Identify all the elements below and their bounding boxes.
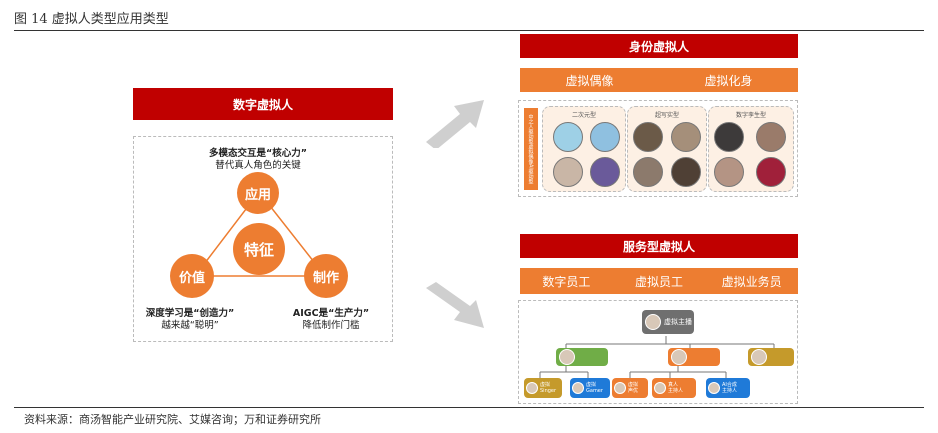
identity-subtype-idol: 虚拟偶像 — [565, 73, 614, 88]
bottom-rule — [14, 407, 924, 408]
caption-production: AIGC是“生产力” 降低制作门槛 — [276, 308, 386, 332]
category-node-green — [556, 348, 608, 366]
voice-actor-avatar-icon — [614, 382, 626, 394]
caption-production-line2: 降低制作门槛 — [302, 320, 360, 331]
avatar-twin-1 — [714, 122, 744, 152]
service-subtype-digital-employee: 数字员工 — [542, 274, 591, 289]
features-triangle — [193, 190, 327, 277]
service-subtype-virtual-salesperson: 虚拟业务员 — [721, 274, 782, 289]
panel-hyperreal-label: 超写实型 — [654, 112, 679, 119]
arrow-up-right — [426, 100, 484, 148]
avatar-hyperreal-3 — [633, 157, 663, 187]
triangle-edges — [193, 190, 327, 277]
avatar-twin-4 — [756, 157, 786, 187]
real-host-avatar-icon — [654, 382, 666, 394]
service-tree-box — [518, 300, 798, 404]
avatar-anime-3 — [553, 157, 583, 187]
top-rule — [14, 30, 924, 31]
avatar-hyperreal-4 — [671, 157, 701, 187]
leaf-singer-line2: Singer — [540, 388, 557, 394]
avatar-hyperreal-1 — [633, 122, 663, 152]
node-feature-center: 特征 — [233, 223, 285, 275]
node-production: 制作 — [304, 254, 348, 298]
identity-side-strip: 中之人驱动型 虚拟偶像 AI驱动型 — [524, 108, 538, 190]
caption-value-line1: 深度学习是“创造力” — [145, 308, 235, 319]
figure-title: 图 14 虚拟人类型应用类型 — [14, 12, 169, 27]
leaf-gamer-line1: 虚拟 — [586, 382, 597, 388]
gold-avatar-icon — [751, 349, 767, 365]
panel-anime-label: 二次元型 — [571, 112, 596, 119]
leaf-ai-host-line2: 主持人 — [722, 388, 738, 394]
leaf-gamer-line2: Gamer — [586, 388, 603, 394]
service-root-label: 虚拟主播 — [664, 318, 692, 326]
service-subtypes: 数字员工 虚拟员工 虚拟业务员 — [520, 268, 798, 294]
caption-application-line1: 多模态交互是“核心力” — [209, 148, 307, 159]
avatar-hyperreal-2 — [671, 122, 701, 152]
digital-human-header: 数字虚拟人 — [133, 88, 393, 120]
avatar-anime-1 — [553, 122, 583, 152]
avatar-anime-2 — [590, 122, 620, 152]
leaf-real-host-line2: 主持人 — [668, 388, 684, 394]
gamer-avatar-icon — [572, 382, 584, 394]
green-avatar-icon — [559, 349, 575, 365]
avatar-anime-4 — [590, 157, 620, 187]
avatar-twin-3 — [714, 157, 744, 187]
leaf-voice-line1: 虚拟 — [628, 382, 639, 388]
side-label-human-driven: 中之人驱动型 — [527, 114, 534, 145]
service-tree-lines — [539, 336, 775, 378]
side-label-idol: 虚拟偶像 — [527, 144, 534, 165]
avatar-twin-2 — [756, 122, 786, 152]
panel-digital-twin-label: 数字孪生型 — [735, 112, 766, 119]
category-node-orange — [668, 348, 720, 366]
node-value: 价值 — [170, 254, 214, 298]
figure-source: 资料来源：商汤智能产业研究院、艾媒咨询；万和证券研究所 — [24, 413, 321, 426]
category-node-gold — [748, 348, 794, 366]
service-root: 虚拟主播 — [642, 310, 694, 334]
caption-production-line1: AIGC是“生产力” — [292, 308, 370, 319]
leaf-real-host-line1: 真人 — [668, 382, 679, 388]
caption-application-line2: 替代真人角色的关键 — [215, 160, 301, 171]
identity-header: 身份虚拟人 — [520, 34, 798, 58]
arrow-down-right — [426, 282, 484, 328]
identity-subtypes: 虚拟偶像 虚拟化身 — [520, 68, 798, 92]
orange-avatar-icon — [671, 349, 687, 365]
leaf-ai-host: AI合成主持人 — [706, 378, 750, 398]
leaf-virtual-voice-actor: 虚拟声优 — [612, 378, 648, 398]
caption-application: 多模态交互是“核心力” 替代真人角色的关键 — [193, 148, 323, 172]
features-box — [133, 136, 393, 342]
singer-avatar-icon — [526, 382, 538, 394]
leaf-singer-line1: 虚拟 — [540, 382, 551, 388]
service-header: 服务型虚拟人 — [520, 234, 798, 258]
leaf-ai-host-line1: AI合成 — [722, 382, 737, 388]
node-application: 应用 — [237, 172, 279, 214]
caption-value: 深度学习是“创造力” 越来越“聪明” — [135, 308, 245, 332]
leaf-real-host: 真人主持人 — [652, 378, 696, 398]
identity-subtype-avatar: 虚拟化身 — [704, 73, 753, 88]
caption-value-line2: 越来越“聪明” — [161, 320, 219, 331]
side-label-ai-driven: AI驱动型 — [527, 164, 534, 184]
ai-host-avatar-icon — [708, 382, 720, 394]
identity-examples-box — [518, 100, 798, 197]
service-subtype-virtual-employee: 虚拟员工 — [635, 274, 684, 289]
root-avatar-icon — [645, 314, 661, 330]
leaf-voice-line2: 声优 — [628, 388, 639, 394]
